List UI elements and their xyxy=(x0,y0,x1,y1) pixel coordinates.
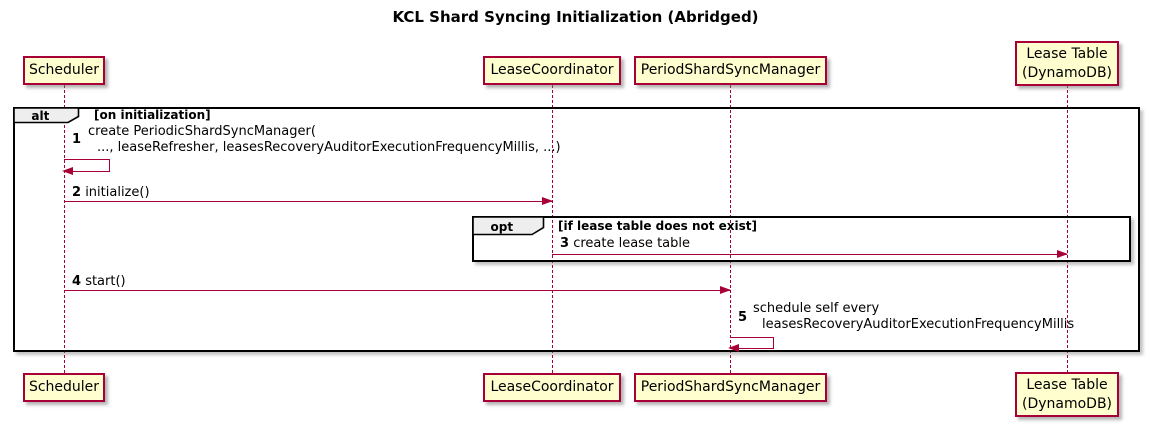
message-5-line1: schedule self every xyxy=(753,301,880,316)
participant-scheduler-bottom: Scheduler xyxy=(23,373,105,402)
participant-periodshardsyncmanager-bottom: PeriodShardSyncManager xyxy=(634,373,827,402)
message-4-arrow xyxy=(64,286,731,294)
message-3-text: create lease table xyxy=(573,236,690,251)
message-1-self-arrow xyxy=(62,159,110,175)
alt-keyword: alt xyxy=(31,109,50,123)
participant-scheduler-top: Scheduler xyxy=(23,56,105,85)
pentagon-shape-icon xyxy=(13,107,80,124)
participant-label-line2: (DynamoDB) xyxy=(1021,64,1113,81)
participant-label-line1: Lease Table xyxy=(1026,45,1108,62)
participant-periodshardsyncmanager-top: PeriodShardSyncManager xyxy=(634,56,827,85)
participant-leasetable-top: Lease Table (DynamoDB) xyxy=(1015,41,1119,86)
participant-label: PeriodShardSyncManager xyxy=(640,379,821,395)
opt-guard: [if lease table does not exist] xyxy=(558,219,758,233)
lifeline-scheduler xyxy=(64,85,65,373)
message-1-number: 1 xyxy=(72,132,82,147)
alt-frame-label: alt xyxy=(13,107,80,124)
message-4-number: 4 xyxy=(72,274,82,289)
participant-label: Scheduler xyxy=(28,379,100,395)
participant-label: Scheduler xyxy=(28,62,100,78)
lifeline-periodshardsyncmanager xyxy=(730,85,731,373)
message-3-arrow xyxy=(552,250,1068,258)
message-3-label: 3 create lease table xyxy=(560,236,690,252)
opt-frame-label: opt xyxy=(472,216,545,236)
participant-leasecoordinator-bottom: LeaseCoordinator xyxy=(483,373,621,402)
message-2-number: 2 xyxy=(72,185,82,200)
participant-leasecoordinator-top: LeaseCoordinator xyxy=(483,56,621,85)
alt-guard: [on initialization] xyxy=(94,108,211,122)
message-2-arrow xyxy=(64,197,553,205)
alt-frame xyxy=(13,107,1140,352)
participant-label: LeaseCoordinator xyxy=(490,379,614,395)
diagram-title: KCL Shard Syncing Initialization (Abridg… xyxy=(392,8,759,26)
lifeline-leasetable xyxy=(1067,85,1068,373)
message-4-text: start() xyxy=(85,274,126,289)
participant-label: PeriodShardSyncManager xyxy=(640,62,821,78)
message-1-line1: create PeriodicShardSyncManager( xyxy=(88,124,316,139)
opt-frame xyxy=(472,216,1131,262)
message-3-number: 3 xyxy=(560,236,570,251)
participant-label: LeaseCoordinator xyxy=(490,62,614,78)
message-2-label: 2 initialize() xyxy=(72,185,150,201)
participant-label-line2: (DynamoDB) xyxy=(1021,395,1113,412)
lifeline-leasecoordinator xyxy=(552,85,553,373)
message-2-text: initialize() xyxy=(85,185,150,200)
participant-leasetable-bottom: Lease Table (DynamoDB) xyxy=(1015,372,1119,417)
opt-keyword: opt xyxy=(490,219,514,234)
message-5-self-arrow xyxy=(728,337,774,352)
participant-label-line1: Lease Table xyxy=(1026,376,1108,393)
pentagon-shape-icon xyxy=(472,216,545,236)
message-5-line2: leasesRecoveryAuditorExecutionFrequencyM… xyxy=(762,317,1075,332)
message-1-label: create PeriodicShardSyncManager( ..., le… xyxy=(88,124,561,156)
message-5-label: schedule self every leasesRecoveryAudito… xyxy=(753,301,1074,333)
message-5-number: 5 xyxy=(738,310,748,325)
message-4-label: 4 start() xyxy=(72,274,126,290)
message-1-line2: ..., leaseRefresher, leasesRecoveryAudit… xyxy=(97,140,561,155)
